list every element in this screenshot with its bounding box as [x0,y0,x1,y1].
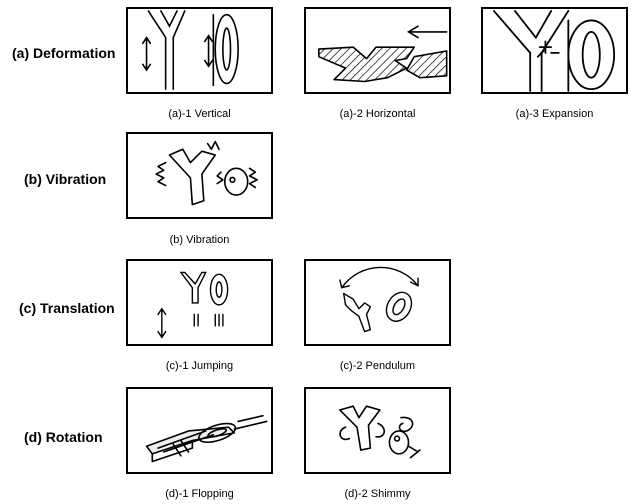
caption-horizontal: (a)-2 Horizontal [304,108,451,120]
panel-flopping [126,387,273,474]
sketch-horizontal [306,9,449,92]
panel-horizontal [304,7,451,94]
panel-expansion [481,7,628,94]
caption-shimmy: (d)-2 Shimmy [304,488,451,500]
caption-vibration: (b) Vibration [126,234,273,246]
sketch-flopping [128,389,271,472]
panel-shimmy [304,387,451,474]
caption-flopping: (d)-1 Flopping [126,488,273,500]
row-label-vibration: (b) Vibration [24,171,106,187]
sketch-expansion [483,9,626,92]
caption-jumping: (c)-1 Jumping [126,360,273,372]
caption-pendulum: (c)-2 Pendulum [304,360,451,372]
sketch-pendulum [306,261,449,344]
row-label-deformation: (a) Deformation [12,45,115,61]
panel-vertical [126,7,273,94]
caption-vertical: (a)-1 Vertical [126,108,273,120]
row-label-rotation: (d) Rotation [24,429,103,445]
sketch-shimmy [306,389,449,472]
sketch-jumping [128,261,271,344]
panel-jumping [126,259,273,346]
row-label-translation: (c) Translation [19,300,115,316]
sketch-vertical [128,9,271,92]
sketch-vibration [128,134,271,217]
panel-vibration [126,132,273,219]
panel-pendulum [304,259,451,346]
caption-expansion: (a)-3 Expansion [481,108,628,120]
